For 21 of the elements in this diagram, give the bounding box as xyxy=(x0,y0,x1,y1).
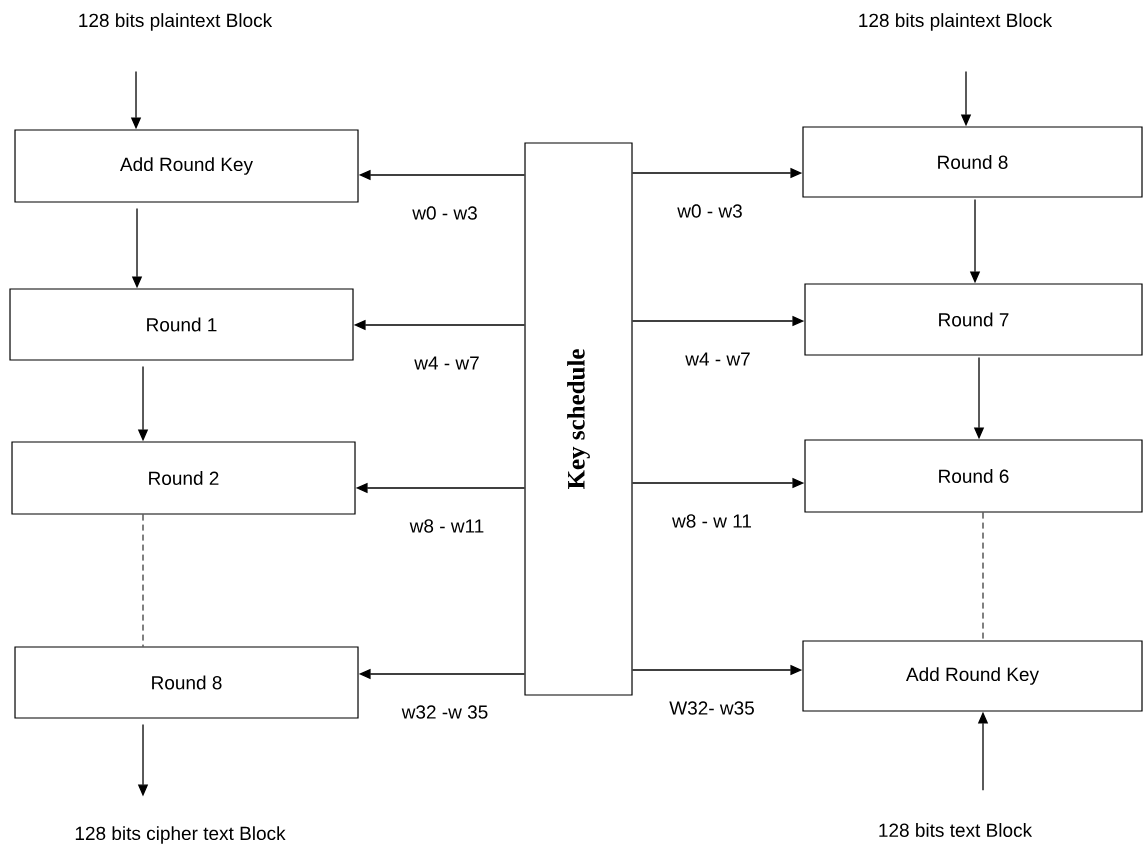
io-label: 128 bits cipher text Block xyxy=(75,826,286,844)
edge-label: w8 - w 11 xyxy=(670,512,754,530)
process-box: Add Round Key xyxy=(14,129,359,203)
process-box: Round 8 xyxy=(14,646,359,719)
key-schedule-box: Key schedule xyxy=(524,142,633,696)
io-label: 128 bits plaintext Block xyxy=(859,13,1053,31)
edge-label: w4 - w7 xyxy=(683,350,753,368)
process-box: Round 6 xyxy=(804,439,1143,513)
io-label: 128 bits plaintext Block xyxy=(79,13,273,31)
edge-label: w4 - w7 xyxy=(412,354,482,372)
io-label: 128 bits text Block xyxy=(879,823,1033,837)
edge-label: w0 - w3 xyxy=(675,202,745,220)
process-box: Add Round Key xyxy=(802,640,1143,712)
process-box: Round 7 xyxy=(804,283,1143,356)
process-box: Round 2 xyxy=(11,441,356,515)
process-box: Round 8 xyxy=(802,126,1143,198)
process-box: Round 1 xyxy=(9,288,354,361)
edge-label: W32- w35 xyxy=(667,699,757,717)
edge-label: w32 -w 35 xyxy=(399,703,491,721)
edge-label: w8 - w11 xyxy=(407,517,487,535)
edge-label: w0 - w3 xyxy=(410,204,480,222)
